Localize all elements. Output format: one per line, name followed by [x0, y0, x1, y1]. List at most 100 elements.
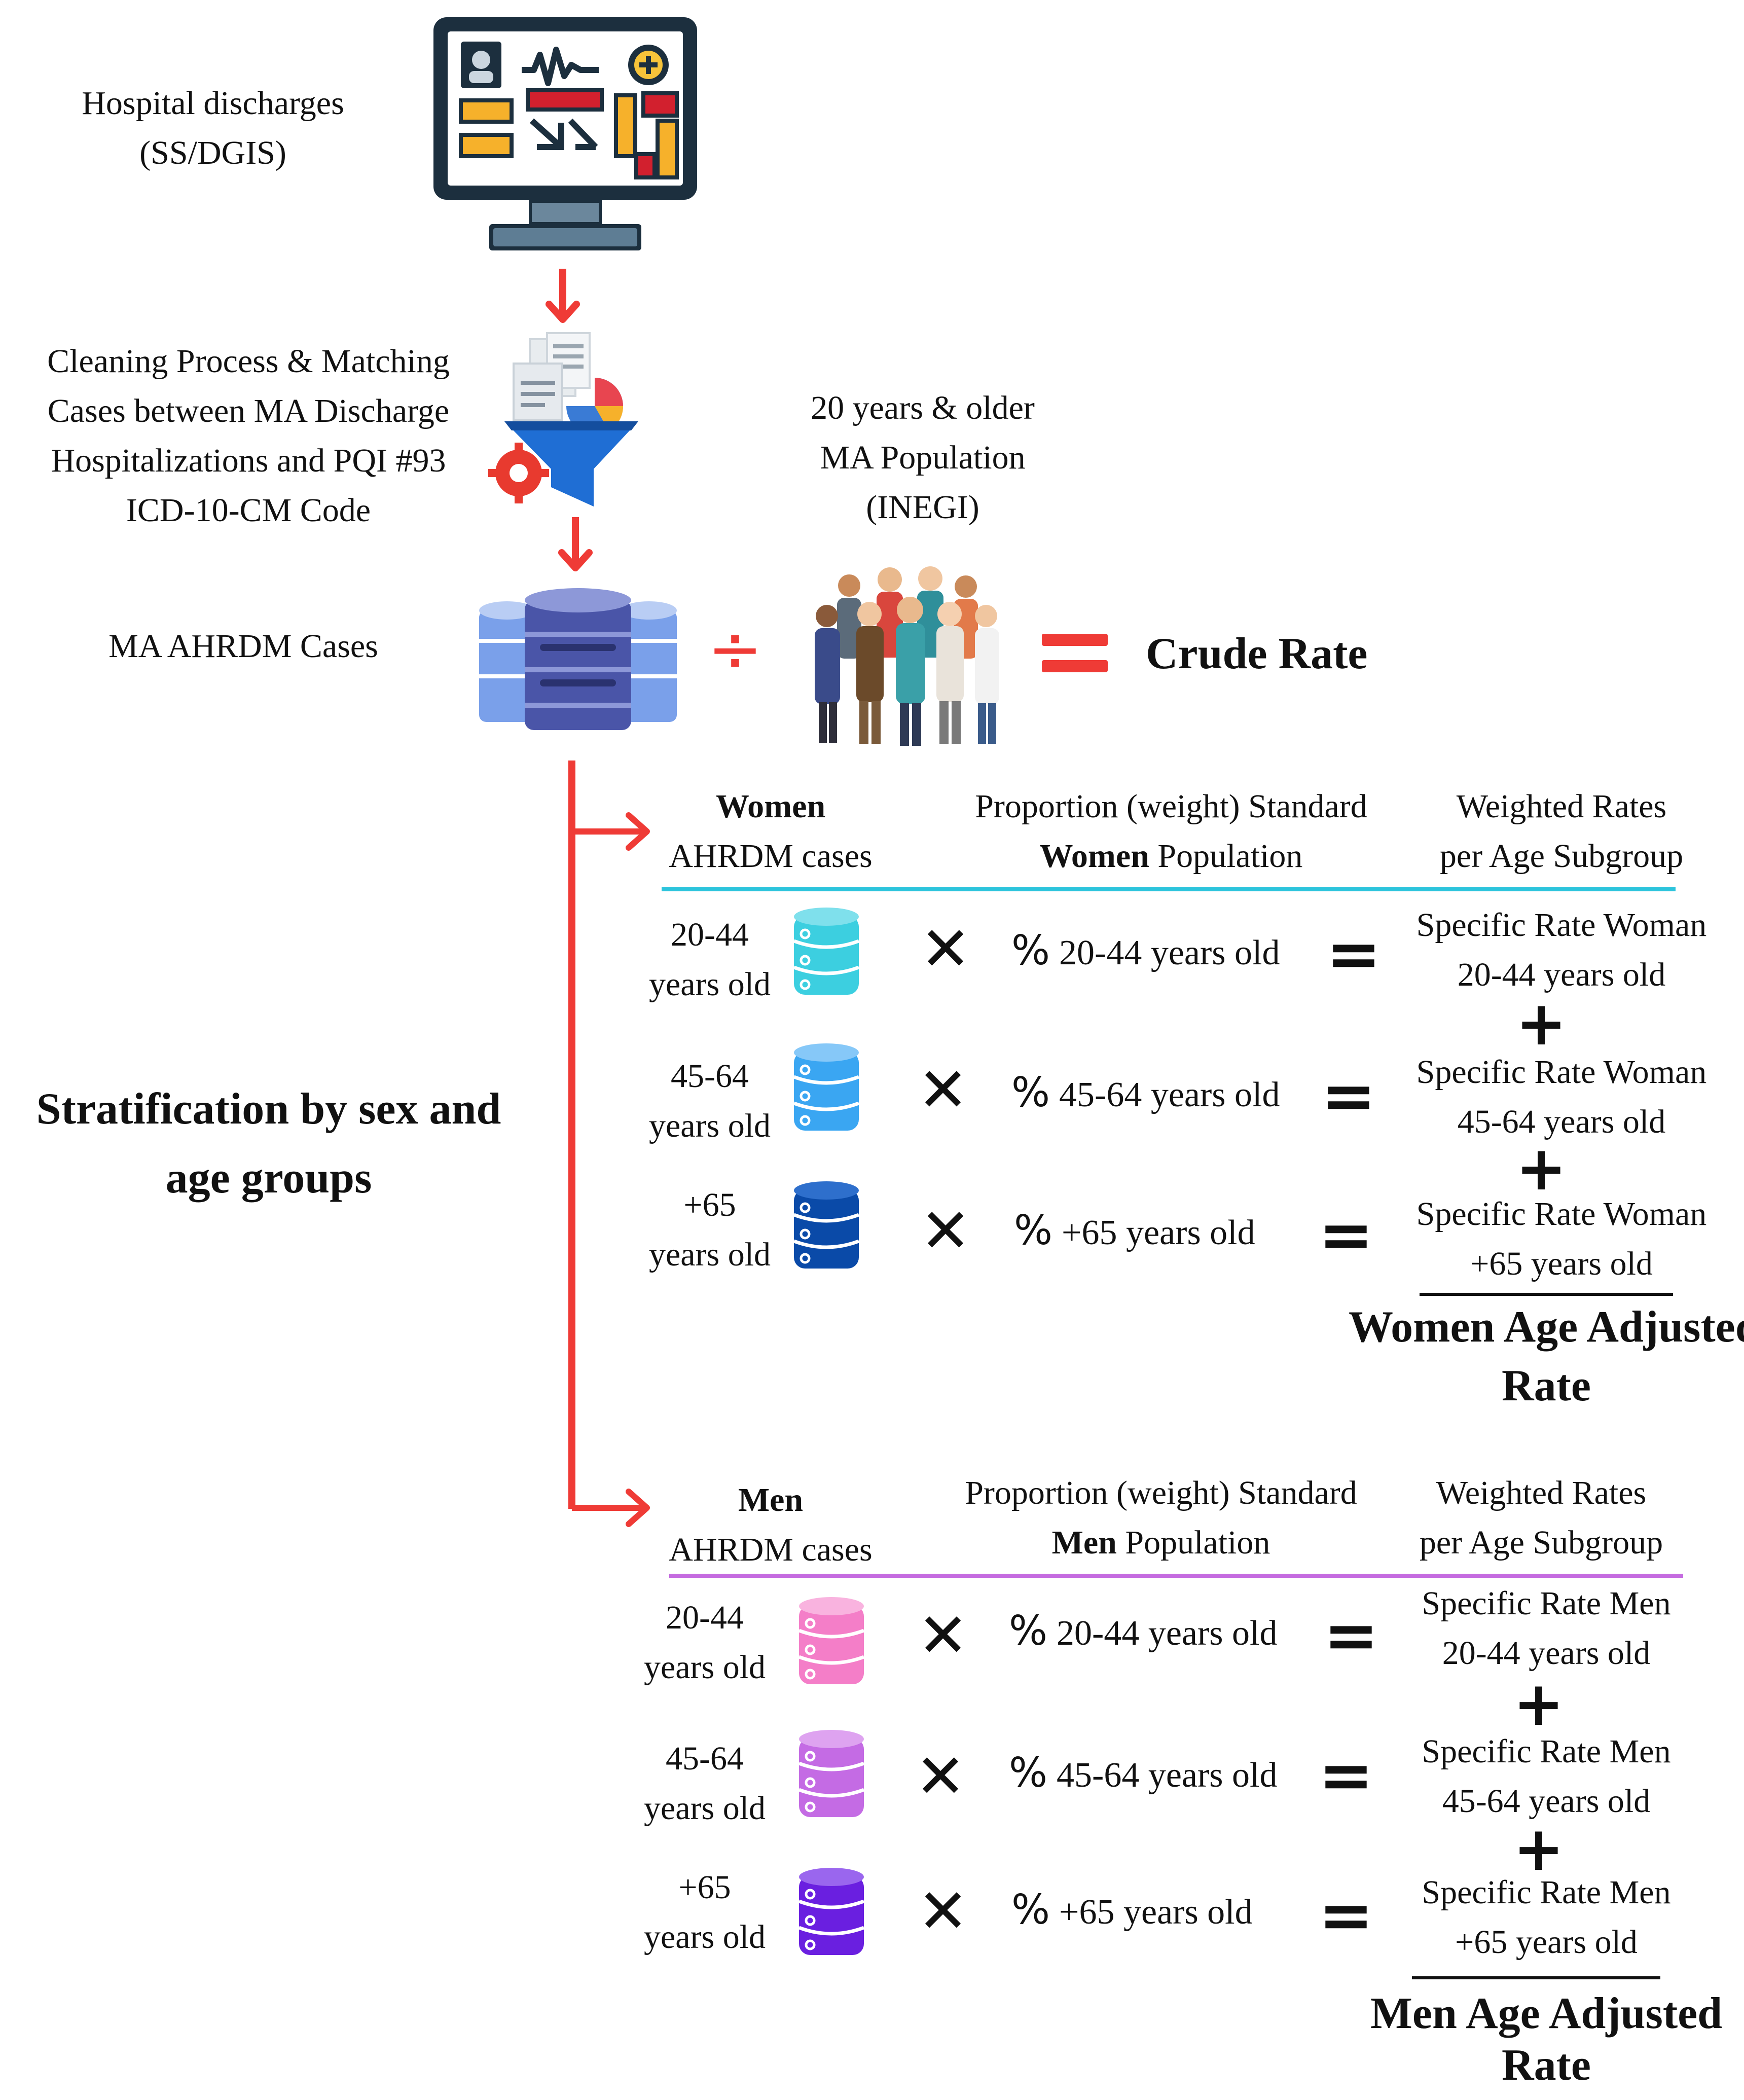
stratification-branch-arrows: [568, 761, 650, 1527]
women-header-rule: [662, 887, 1676, 891]
percent-symbol: %: [1009, 1749, 1048, 1796]
women-row1-rate2: 20-44 years old: [1457, 956, 1666, 993]
women-row1-age2: years old: [648, 966, 771, 1003]
men-col2-bold: Men: [1051, 1524, 1117, 1561]
men-result-line2: Rate: [1502, 2041, 1591, 2090]
flow-arrow-down-1: [546, 269, 580, 323]
men-col1-sub: AHRDM cases: [669, 1531, 873, 1568]
women-row1-equals: =: [1326, 915, 1382, 992]
men-row1-pct: %20-44 years old: [1009, 1606, 1277, 1658]
women-row1-rate1: Specific Rate Woman: [1416, 907, 1707, 944]
women-row1-pct: %20-44 years old: [1011, 926, 1280, 978]
database-violet-icon: [798, 1868, 865, 1955]
cleaning-line3: Hospitalizations and PQI #93: [51, 442, 446, 479]
men-row3-age1: +65: [678, 1869, 731, 1906]
women-row2-rate2: 45-64 years old: [1457, 1103, 1666, 1140]
men-col2-line2: Men Population: [918, 1518, 1404, 1568]
men-row2-pct: %45-64 years old: [1009, 1748, 1277, 1800]
men-row3-rate1: Specific Rate Men: [1422, 1874, 1671, 1911]
women-row3-equals: =: [1318, 1196, 1374, 1273]
women-result-line1: Women Age Adjusted: [1349, 1302, 1744, 1352]
men-row1-age1: 20-44: [666, 1599, 744, 1636]
men-col2-line1: Proportion (weight) Standard: [965, 1474, 1357, 1511]
cleaning-line4: ICD-10-CM Code: [126, 492, 371, 529]
men-row3-pct-text: +65 years old: [1059, 1893, 1253, 1932]
women-result-line2: Rate: [1502, 1361, 1591, 1410]
women-row1-times: ✕: [920, 914, 971, 985]
women-col2-line1: Proportion (weight) Standard: [975, 788, 1367, 825]
women-row2-age2: years old: [648, 1107, 771, 1144]
cleaning-line2: Cases between MA Discharge: [47, 392, 450, 429]
women-row2-pct-text: 45-64 years old: [1059, 1075, 1280, 1114]
cleaning-line1: Cleaning Process & Matching: [47, 343, 450, 380]
women-row3-rate2: +65 years old: [1470, 1245, 1653, 1282]
men-row2-equals: =: [1318, 1736, 1374, 1814]
database-lilac-icon: [798, 1730, 865, 1817]
men-sum-rule: [1412, 1976, 1660, 1979]
women-row2-pct: %45-64 years old: [1011, 1068, 1280, 1120]
women-plus-2: +: [1515, 1134, 1567, 1204]
men-result-line1: Men Age Adjusted: [1370, 1989, 1723, 2038]
women-row1-age1: 20-44: [671, 916, 749, 953]
men-row2-rate1: Specific Rate Men: [1422, 1733, 1671, 1770]
women-row3-pct-text: +65 years old: [1062, 1213, 1255, 1252]
women-row3-pct: %+65 years old: [1014, 1206, 1255, 1258]
women-row1-pct-text: 20-44 years old: [1059, 933, 1280, 972]
men-row2-pct-text: 45-64 years old: [1057, 1756, 1278, 1795]
women-col2-line2: Women Population: [928, 831, 1414, 881]
database-cyan-icon: [793, 908, 860, 995]
men-col3-line2: per Age Subgroup: [1419, 1524, 1663, 1561]
women-col2-bold: Women: [1039, 838, 1149, 875]
women-row3-times: ✕: [920, 1196, 971, 1266]
women-col1-title: Women: [715, 788, 826, 825]
men-col2-rest: Population: [1116, 1524, 1270, 1561]
women-row2-times: ✕: [917, 1055, 969, 1126]
crude-rate-label: Crude Rate: [1146, 629, 1368, 678]
women-row3-rate1: Specific Rate Woman: [1416, 1196, 1707, 1233]
population-line1: 20 years & older: [811, 389, 1035, 426]
men-row3-pct: %+65 years old: [1011, 1885, 1253, 1937]
men-row1-rate2: 20-44 years old: [1442, 1635, 1651, 1672]
men-row1-pct-text: 20-44 years old: [1057, 1614, 1278, 1653]
women-col3-line2: per Age Subgroup: [1439, 838, 1684, 875]
computer-monitor-icon: [433, 17, 697, 250]
men-row1-equals: =: [1323, 1597, 1379, 1674]
equals-operator-red: [1042, 634, 1108, 672]
women-row3-age1: +65: [683, 1186, 736, 1223]
database-servers-icon: [479, 588, 677, 730]
men-row3-age2: years old: [643, 1918, 766, 1956]
stratification-line1: Stratification by sex and: [36, 1084, 501, 1134]
men-header-rule: [669, 1574, 1683, 1578]
men-row2-rate2: 45-64 years old: [1442, 1783, 1651, 1820]
men-row1-times: ✕: [917, 1601, 969, 1671]
men-row3-times: ✕: [917, 1876, 969, 1947]
population-line2: MA Population: [820, 439, 1026, 476]
men-plus-1: +: [1513, 1669, 1565, 1740]
database-blue-icon: [793, 1043, 860, 1131]
men-row1-rate1: Specific Rate Men: [1422, 1585, 1671, 1622]
men-row3-rate2: +65 years old: [1455, 1924, 1638, 1961]
women-row3-age2: years old: [648, 1236, 771, 1273]
percent-symbol: %: [1011, 1069, 1050, 1116]
database-pink-icon: [798, 1597, 865, 1684]
women-row2-age1: 45-64: [671, 1058, 749, 1095]
men-row2-age1: 45-64: [666, 1740, 744, 1777]
data-funnel-icon: [488, 332, 638, 506]
men-col1-title: Men: [738, 1481, 804, 1518]
men-row1-age2: years old: [643, 1649, 766, 1686]
men-row2-age2: years old: [643, 1790, 766, 1827]
percent-symbol: %: [1009, 1607, 1048, 1654]
percent-symbol: %: [1014, 1207, 1053, 1254]
percent-symbol: %: [1011, 1886, 1050, 1933]
database-navy-icon: [793, 1181, 860, 1269]
women-row2-equals: =: [1321, 1057, 1376, 1134]
men-col3-line1: Weighted Rates: [1436, 1474, 1647, 1511]
women-plus-1: +: [1515, 989, 1567, 1059]
cases-label: MA AHRDM Cases: [108, 628, 378, 665]
source-label-line1: Hospital discharges: [82, 85, 344, 122]
women-col1-sub: AHRDM cases: [669, 838, 873, 875]
women-sum-rule: [1420, 1293, 1673, 1296]
women-col2-rest: Population: [1149, 838, 1303, 875]
stratification-line2: age groups: [165, 1153, 372, 1203]
flow-arrow-down-2: [558, 517, 593, 571]
